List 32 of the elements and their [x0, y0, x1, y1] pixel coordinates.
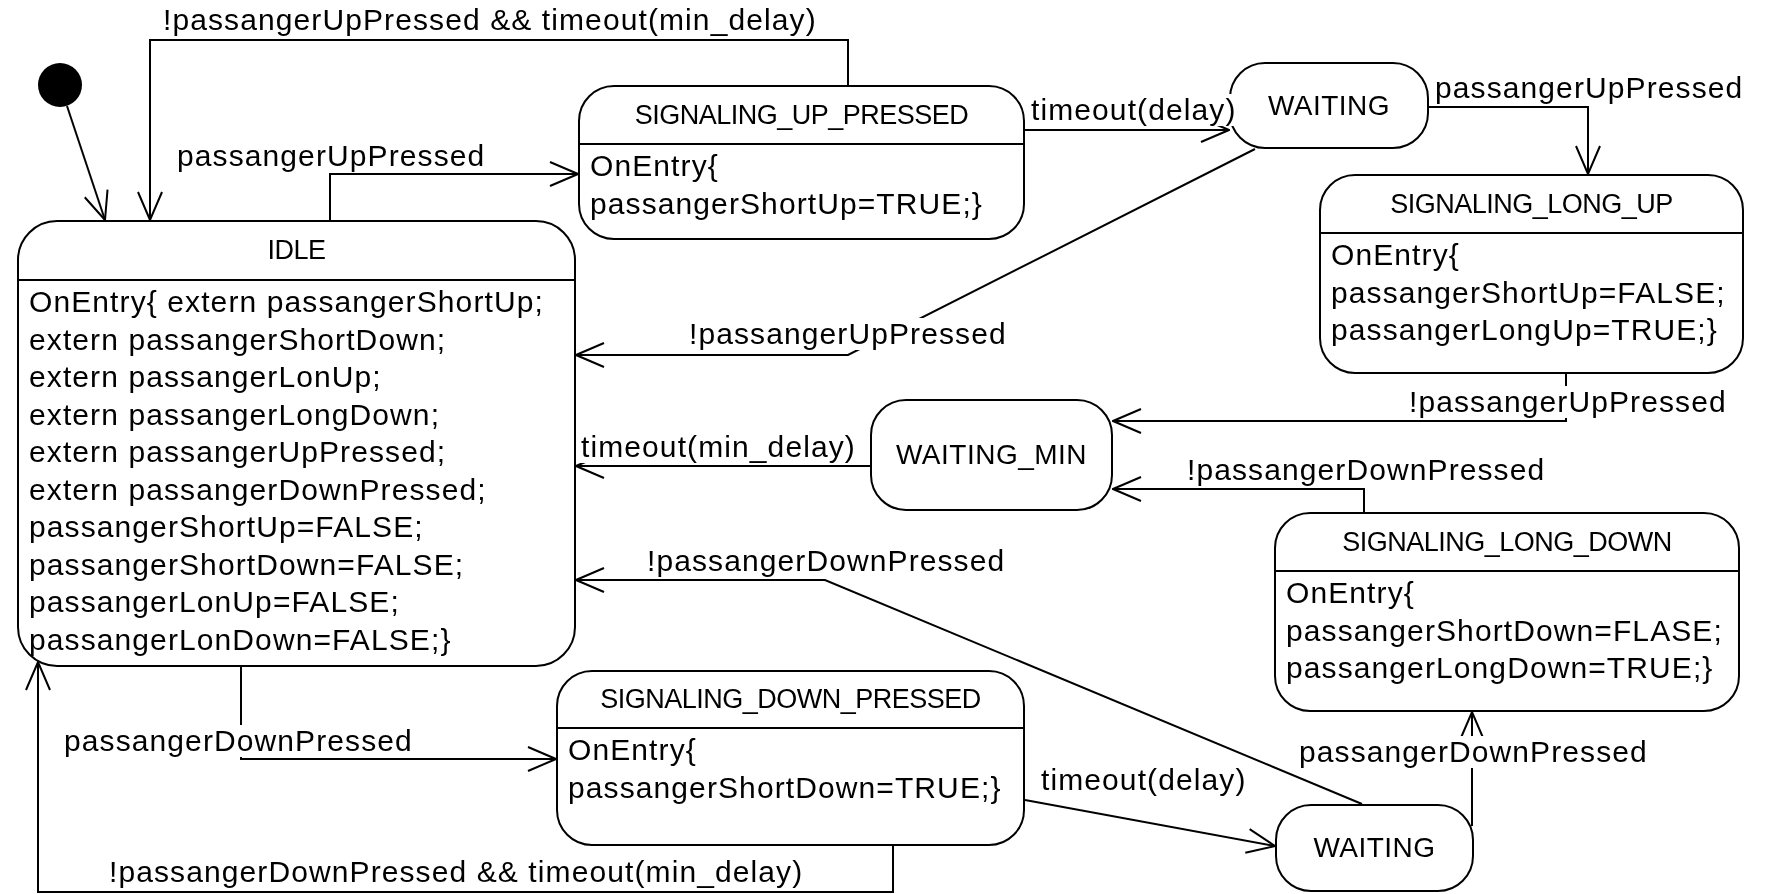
state-box	[870, 399, 1113, 511]
state-box	[1319, 174, 1744, 374]
initial-state-dot	[38, 63, 82, 107]
state-name: SIGNALING_LONG_UP	[1390, 188, 1673, 220]
state-name: WAITING	[1313, 832, 1436, 864]
state-name: IDLE	[267, 235, 326, 266]
state-name: SIGNALING_UP_PRESSED	[634, 99, 969, 131]
transition-arrow	[575, 148, 1256, 368]
state-box	[578, 85, 1025, 240]
transition-arrow	[329, 161, 579, 221]
state-name: WAITING_MIN	[895, 439, 1088, 471]
transition-arrow	[240, 666, 557, 772]
transition-arrow	[25, 661, 894, 893]
entry-action: OnEntry{ passangerShortUp=TRUE;}	[589, 148, 984, 222]
entry-action: OnEntry{ passangerShortUp=FALSE; passangerLongUp=TRUE;}	[1330, 237, 1727, 348]
transition-arrow	[66, 105, 109, 221]
transition-arrow	[1428, 106, 1601, 175]
state-box	[556, 670, 1025, 846]
state-name: SIGNALING_LONG_DOWN	[1342, 526, 1672, 558]
transition-arrow	[575, 567, 1363, 805]
entry-action: OnEntry{ extern passangerShortUp; extern passangerShortDown; extern passangerLonUp; extern passangerLongDown; extern passangerUpPressed; extern passangerDownPressed; passangerShortUp=FALSE; passangerShortDown=FALSE; passangerLonUp=FALSE; passangerLonDown=FALSE;}	[28, 284, 545, 658]
transition-arrow	[1024, 799, 1276, 854]
state-box	[1274, 512, 1740, 712]
state-name: SIGNALING_DOWN_PRESSED	[600, 684, 981, 715]
transition-arrow	[1112, 476, 1365, 513]
state-name: WAITING	[1267, 89, 1391, 122]
transition-arrow	[1112, 373, 1567, 434]
entry-action: OnEntry{ passangerShortDown=FLASE; passangerLongDown=TRUE;}	[1285, 575, 1724, 686]
state-box	[17, 220, 576, 667]
entry-action: OnEntry{ passangerShortDown=TRUE;}	[567, 732, 1003, 806]
transition-arrow	[137, 39, 849, 221]
state-box	[1275, 804, 1474, 892]
